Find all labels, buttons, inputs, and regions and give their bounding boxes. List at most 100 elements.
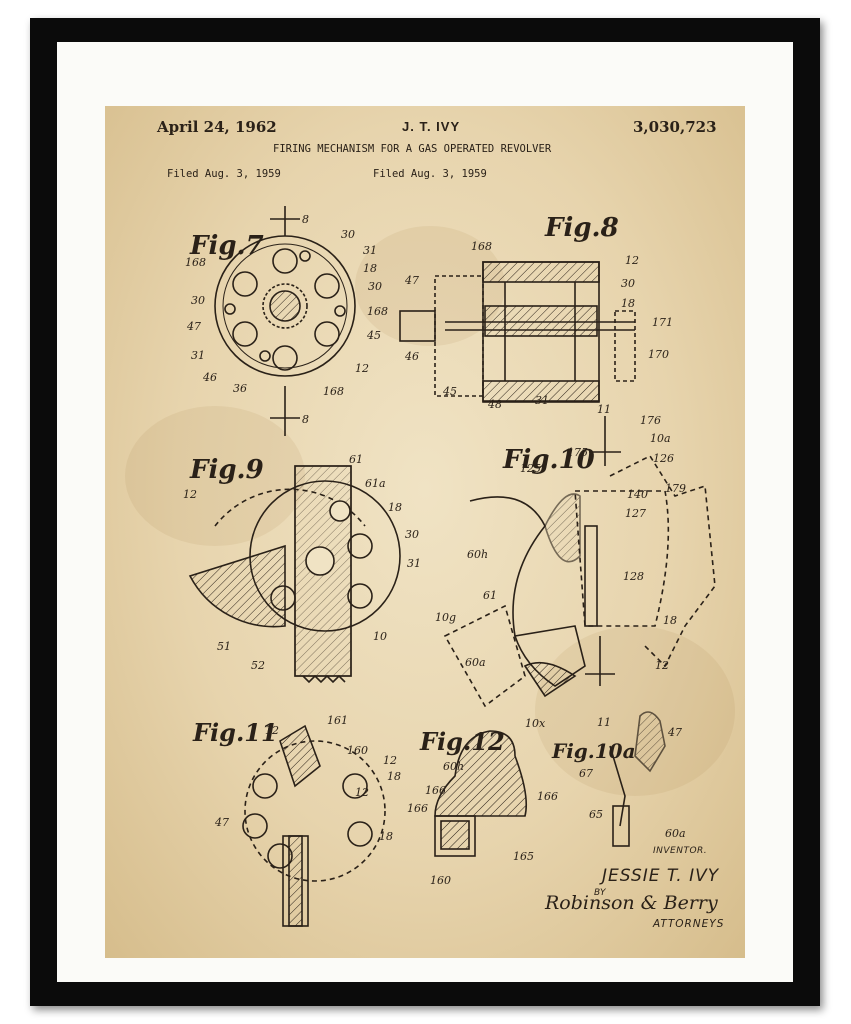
svg-text:10: 10 (373, 630, 387, 643)
svg-text:Fig.9: Fig.9 (189, 455, 264, 485)
svg-text:47: 47 (214, 816, 229, 829)
svg-text:31: 31 (191, 349, 205, 362)
attorneys-label: ATTORNEYS (653, 918, 725, 930)
svg-text:168: 168 (367, 305, 388, 318)
filed-date-left: Filed Aug. 3, 1959 (167, 168, 281, 180)
svg-text:46: 46 (202, 371, 217, 384)
svg-text:61a: 61a (365, 477, 386, 490)
svg-text:166: 166 (425, 784, 446, 797)
svg-text:30: 30 (621, 277, 635, 290)
svg-text:171: 171 (652, 316, 673, 329)
svg-text:166: 166 (537, 790, 558, 803)
svg-text:18: 18 (388, 501, 402, 514)
svg-text:30: 30 (368, 280, 382, 293)
svg-text:127: 127 (625, 507, 646, 520)
svg-text:126: 126 (653, 452, 674, 465)
svg-text:12: 12 (265, 724, 279, 737)
svg-text:Fig.8: Fig.8 (544, 213, 619, 243)
svg-text:Fig.7: Fig.7 (189, 231, 264, 261)
svg-text:8: 8 (302, 213, 309, 226)
figure-10a-drawing (609, 711, 666, 847)
svg-text:67: 67 (579, 767, 593, 780)
figure-7-labels: Fig.7 (189, 231, 264, 261)
patent-number: 3,030,723 (633, 118, 717, 136)
figure-12-drawing (434, 730, 528, 857)
svg-text:12: 12 (383, 754, 397, 767)
svg-text:60h: 60h (467, 548, 488, 561)
svg-text:160: 160 (347, 744, 368, 757)
svg-text:128: 128 (623, 570, 644, 583)
svg-text:12: 12 (355, 786, 369, 799)
svg-text:18: 18 (621, 297, 635, 310)
svg-text:179: 179 (665, 482, 686, 495)
svg-text:48: 48 (487, 398, 502, 411)
svg-text:168: 168 (323, 385, 344, 398)
svg-text:18: 18 (379, 830, 393, 843)
svg-text:176: 176 (640, 414, 661, 427)
svg-text:60a: 60a (465, 656, 486, 669)
patent-print: April 24, 1962 J. T. IVY 3,030,723 FIRIN… (105, 106, 745, 958)
svg-text:46: 46 (404, 350, 419, 363)
svg-text:140: 140 (627, 488, 648, 501)
figure-7-drawing (214, 206, 356, 436)
figure-9-drawing (188, 465, 401, 684)
svg-text:11: 11 (597, 403, 611, 416)
svg-text:166: 166 (407, 802, 428, 815)
svg-text:60a: 60a (665, 827, 686, 840)
patent-drawings: Fig.7 (183, 206, 716, 927)
svg-text:168: 168 (471, 240, 492, 253)
svg-text:52: 52 (251, 659, 265, 672)
filed-date-right: Filed Aug. 3, 1959 (373, 168, 487, 180)
svg-text:170: 170 (648, 348, 669, 361)
svg-text:36: 36 (233, 382, 247, 395)
svg-text:12: 12 (183, 488, 197, 501)
svg-text:8: 8 (302, 413, 309, 426)
svg-text:30: 30 (191, 294, 205, 307)
svg-text:31: 31 (363, 244, 377, 257)
svg-text:30: 30 (405, 528, 419, 541)
svg-text:Fig.10: Fig.10 (502, 445, 595, 475)
figure-11-drawing (242, 724, 386, 927)
svg-text:31: 31 (407, 557, 421, 570)
figure-10-drawing (443, 416, 716, 708)
figure-8-drawing (399, 261, 636, 403)
svg-text:Fig.11: Fig.11 (192, 718, 278, 747)
svg-text:Fig.12: Fig.12 (419, 727, 505, 756)
svg-text:60h: 60h (443, 760, 464, 773)
svg-text:18: 18 (387, 770, 401, 783)
svg-text:30: 30 (341, 228, 355, 241)
by-label: BY (594, 888, 606, 898)
svg-text:175: 175 (567, 446, 588, 459)
frame-mat: April 24, 1962 J. T. IVY 3,030,723 FIRIN… (57, 42, 793, 982)
reference-numerals: 8 30 31 168 18 30 30 168 47 45 31 12 46 36 168 8 1… (183, 213, 686, 887)
svg-text:12: 12 (625, 254, 639, 267)
svg-text:168: 168 (185, 256, 206, 269)
svg-text:160: 160 (430, 874, 451, 887)
svg-text:161: 161 (327, 714, 348, 727)
svg-text:65: 65 (589, 808, 603, 821)
patent-inventor-header: J. T. IVY (402, 119, 461, 134)
inventor-name: JESSIE T. IVY (602, 866, 720, 886)
svg-text:Fig.10a: Fig.10a (551, 739, 636, 763)
svg-text:125: 125 (520, 462, 541, 475)
svg-text:10x: 10x (525, 717, 546, 730)
svg-text:12: 12 (355, 362, 369, 375)
svg-text:31: 31 (535, 394, 549, 407)
svg-text:18: 18 (363, 262, 377, 275)
svg-text:47: 47 (667, 726, 682, 739)
picture-frame: April 24, 1962 J. T. IVY 3,030,723 FIRIN… (30, 18, 820, 1006)
svg-text:47: 47 (404, 274, 419, 287)
svg-text:45: 45 (442, 385, 457, 398)
attorney-signature: Robinson & Berry (545, 892, 718, 914)
inventor-role-label: INVENTOR. (653, 846, 708, 856)
svg-text:61: 61 (483, 589, 497, 602)
svg-text:165: 165 (513, 850, 534, 863)
svg-text:10a: 10a (650, 432, 671, 445)
svg-text:51: 51 (217, 640, 231, 653)
svg-text:61: 61 (349, 453, 363, 466)
svg-text:18: 18 (663, 614, 677, 627)
patent-date: April 24, 1962 (157, 118, 277, 136)
svg-text:11: 11 (597, 716, 611, 729)
patent-title: FIRING MECHANISM FOR A GAS OPERATED REVO… (273, 143, 552, 155)
svg-text:12: 12 (655, 659, 669, 672)
